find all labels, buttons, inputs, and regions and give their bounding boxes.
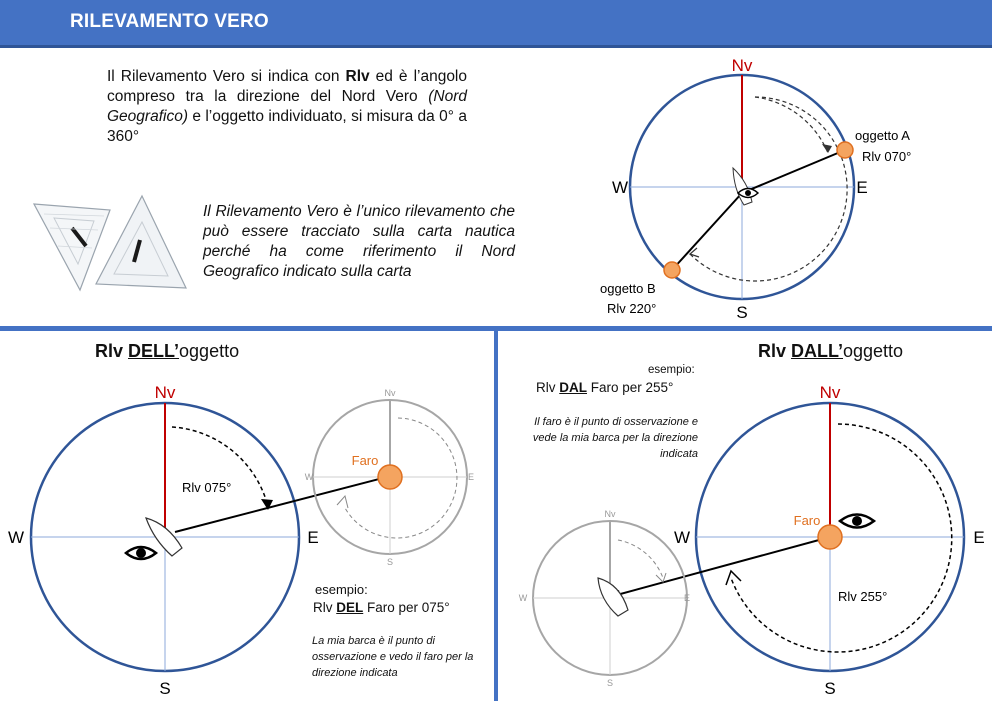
small-east-label: E — [468, 472, 474, 482]
right-west-label: W — [674, 528, 690, 547]
faro-marker — [817, 524, 843, 550]
left-title-u: DELL’ — [128, 341, 180, 361]
section-divider-vertical — [494, 331, 498, 701]
small-north-label: Nv — [605, 509, 616, 519]
left-west-label: W — [8, 528, 24, 547]
bearing-line-a — [741, 149, 846, 194]
right-title-b: oggetto — [843, 341, 904, 361]
left-example-u: DEL — [336, 600, 364, 615]
small-south-label: S — [387, 557, 393, 567]
right-title-u: DALL’ — [791, 341, 844, 361]
intro-text-b: ed è l’angolo compreso tra la direzione … — [107, 68, 467, 105]
intro-text-italic: (Nord Geografico) — [107, 88, 467, 125]
right-example: Rlv DAL Faro per 255° — [536, 379, 673, 396]
right-east-label: E — [973, 528, 984, 547]
left-bearing-label: Rlv 075° — [182, 480, 231, 495]
left-example-a: Rlv — [313, 600, 337, 615]
left-title-a: Rlv — [95, 341, 129, 361]
left-compass-diagram: Nv S E W Rlv 075° Nv S E W Faro — [8, 383, 474, 698]
right-section-title: Rlv DALL’oggetto — [758, 341, 903, 362]
right-north-label: Nv — [820, 383, 841, 402]
right-bearing-label: Rlv 255° — [838, 589, 887, 604]
right-south-label: S — [824, 679, 835, 698]
section-divider-horizontal — [0, 326, 992, 331]
eye-icon — [736, 187, 760, 199]
small-west-label: W — [305, 472, 314, 482]
top-east-label: E — [856, 178, 867, 197]
right-example-b: Faro per 255° — [587, 380, 674, 395]
intro-text-c: e l’oggetto individuato, si misura da 0°… — [107, 108, 467, 145]
page-title: RILEVAMENTO VERO — [70, 11, 269, 32]
eye-icon — [123, 545, 159, 561]
left-title-b: oggetto — [179, 341, 240, 361]
right-title-a: Rlv — [758, 341, 792, 361]
bearing-line-b — [671, 192, 743, 271]
object-a-marker — [836, 141, 854, 159]
intro-paragraph-2: Il Rilevamento Vero è l’unico rilevament… — [203, 203, 515, 280]
left-south-label: S — [159, 679, 170, 698]
left-example-label: esempio: — [315, 582, 368, 597]
right-bearing-line — [612, 536, 831, 597]
small-east-label: E — [684, 593, 690, 603]
intro-text-a: Il Rilevamento Vero si indica con — [107, 68, 346, 85]
top-north-label: Nv — [732, 56, 753, 75]
right-example-label: esempio: — [648, 364, 695, 376]
faro-marker — [377, 464, 403, 490]
faro-label: Faro — [352, 453, 379, 468]
left-section-title: Rlv DELL’oggetto — [95, 341, 239, 362]
right-faro-label: Faro — [794, 513, 821, 528]
left-bearing-line — [174, 477, 384, 533]
left-east-label: E — [307, 528, 318, 547]
small-west-label: W — [519, 593, 528, 603]
small-south-label: S — [607, 678, 613, 688]
right-explanation: Il faro è il punto di osservazione e ved… — [532, 416, 698, 460]
right-example-a: Rlv — [536, 380, 560, 395]
object-a-bearing: Rlv 070° — [862, 149, 911, 164]
object-b-bearing: Rlv 220° — [607, 301, 656, 316]
header-bar: RILEVAMENTO VERO — [0, 0, 992, 48]
boat-icon — [597, 577, 629, 617]
top-south-label: S — [736, 303, 747, 322]
small-north-label: Nv — [385, 388, 396, 398]
left-explanation: La mia barca è il punto di osservazione … — [312, 635, 474, 679]
top-compass-diagram: Nv S E W oggetto A Rlv 070° oggetto B Rl… — [600, 56, 911, 322]
left-north-label: Nv — [155, 383, 176, 402]
right-example-u: DAL — [559, 380, 587, 395]
object-b-name: oggetto B — [600, 281, 656, 296]
intro-paragraph: Il Rilevamento Vero si indica con Rlv ed… — [107, 67, 467, 147]
intro-text-bold: Rlv — [345, 68, 370, 85]
top-west-label: W — [612, 178, 628, 197]
object-b-marker — [663, 261, 681, 279]
object-a-name: oggetto A — [855, 128, 910, 143]
right-compass-diagram: Nv S E W Rlv 255° Faro Nv S E W — [519, 383, 985, 698]
boat-icon — [145, 517, 183, 557]
eye-icon — [837, 513, 877, 529]
left-example-b: Faro per 075° — [363, 600, 450, 615]
left-example: Rlv DEL Faro per 075° — [313, 599, 450, 616]
set-square-icon — [32, 194, 187, 292]
